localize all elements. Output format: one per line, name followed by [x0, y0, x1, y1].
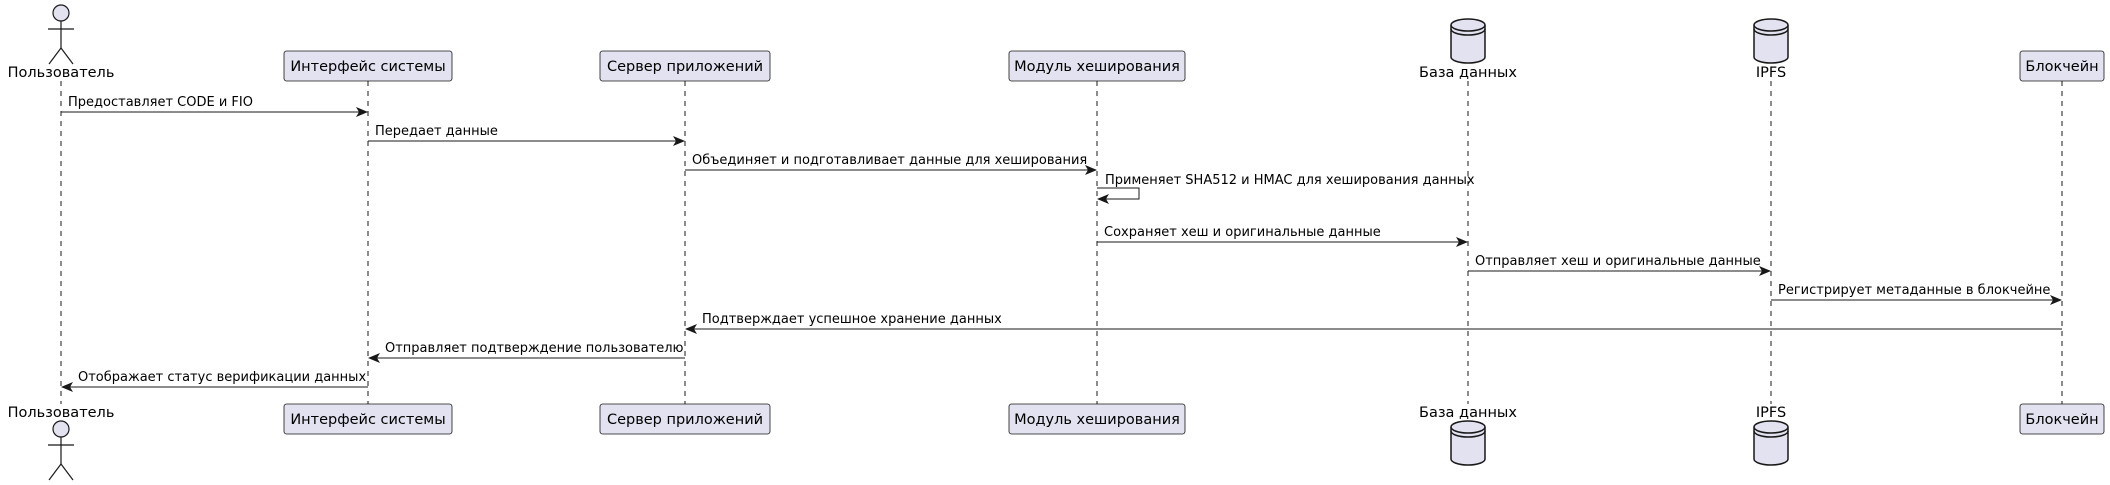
participant-db-top-label: База данных [1419, 65, 1517, 81]
message-10: Отображает статус верификации данных [61, 370, 368, 392]
participant-ipfs-top-label: IPFS [1756, 65, 1786, 81]
participant-app-bottom: Сервер приложений [599, 403, 771, 435]
message-4: Применяет SHA512 и HMAC для хеширования … [1097, 173, 1475, 204]
participant-hash-top-label: Модуль хеширования [1014, 59, 1180, 75]
participant-user-bottom-label: Пользователь [8, 405, 115, 421]
message-label: Сохраняет хеш и оригинальные данные [1104, 225, 1381, 240]
message-label: Предоставляет CODE и FIO [68, 95, 253, 110]
message-label: Подтверждает успешное хранение данных [702, 312, 1002, 327]
message-3: Объединяет и подготавливает данные для х… [685, 153, 1097, 175]
participant-ui-top-label: Интерфейс системы [290, 59, 445, 75]
message-label: Объединяет и подготавливает данные для х… [692, 153, 1087, 168]
message-label: Отправляет хеш и оригинальные данные [1475, 254, 1761, 269]
database-icon-bottom-ipfs [1753, 420, 1789, 466]
participant-hash-top: Модуль хеширования [1008, 50, 1186, 82]
participant-hash-bottom: Модуль хеширования [1008, 403, 1186, 435]
participant-chain-top: Блокчейн [2019, 50, 2105, 82]
database-icon-top-ipfs [1753, 18, 1789, 64]
database-icon-bottom-db [1450, 420, 1486, 466]
message-6: Отправляет хеш и оригинальные данные [1468, 254, 1771, 276]
participant-chain-top-label: Блокчейн [2025, 59, 2098, 75]
message-label: Регистрирует метаданные в блокчейне [1778, 283, 2050, 298]
message-2: Передает данные [368, 124, 685, 146]
participant-app-top: Сервер приложений [599, 50, 771, 82]
message-1: Предоставляет CODE и FIO [61, 95, 368, 117]
self-message-arrow [1097, 187, 1140, 204]
message-7: Регистрирует метаданные в блокчейне [1771, 283, 2062, 305]
participant-chain-bottom-label: Блокчейн [2025, 412, 2098, 428]
actor-icon-bottom [48, 420, 74, 481]
message-5: Сохраняет хеш и оригинальные данные [1097, 225, 1468, 247]
participant-ui-top: Интерфейс системы [283, 50, 453, 82]
participant-ipfs-bottom-label: IPFS [1756, 405, 1786, 421]
participant-ui-bottom-label: Интерфейс системы [290, 412, 445, 428]
participant-app-top-label: Сервер приложений [607, 59, 763, 75]
participant-db-bottom-label: База данных [1419, 405, 1517, 421]
participant-ui-bottom: Интерфейс системы [283, 403, 453, 435]
message-label: Применяет SHA512 и HMAC для хеширования … [1105, 173, 1475, 188]
participant-user-top-label: Пользователь [8, 65, 115, 81]
participant-app-bottom-label: Сервер приложений [607, 412, 763, 428]
message-label: Передает данные [375, 124, 498, 139]
message-label: Отправляет подтверждение пользователю [385, 341, 684, 356]
message-label: Отображает статус верификации данных [78, 370, 366, 385]
database-icon-top-db [1450, 18, 1486, 64]
participant-hash-bottom-label: Модуль хеширования [1014, 412, 1180, 428]
message-8: Подтверждает успешное хранение данных [685, 312, 2062, 334]
actor-icon-top [48, 4, 74, 65]
message-9: Отправляет подтверждение пользователю [368, 341, 685, 363]
participant-chain-bottom: Блокчейн [2019, 403, 2105, 435]
